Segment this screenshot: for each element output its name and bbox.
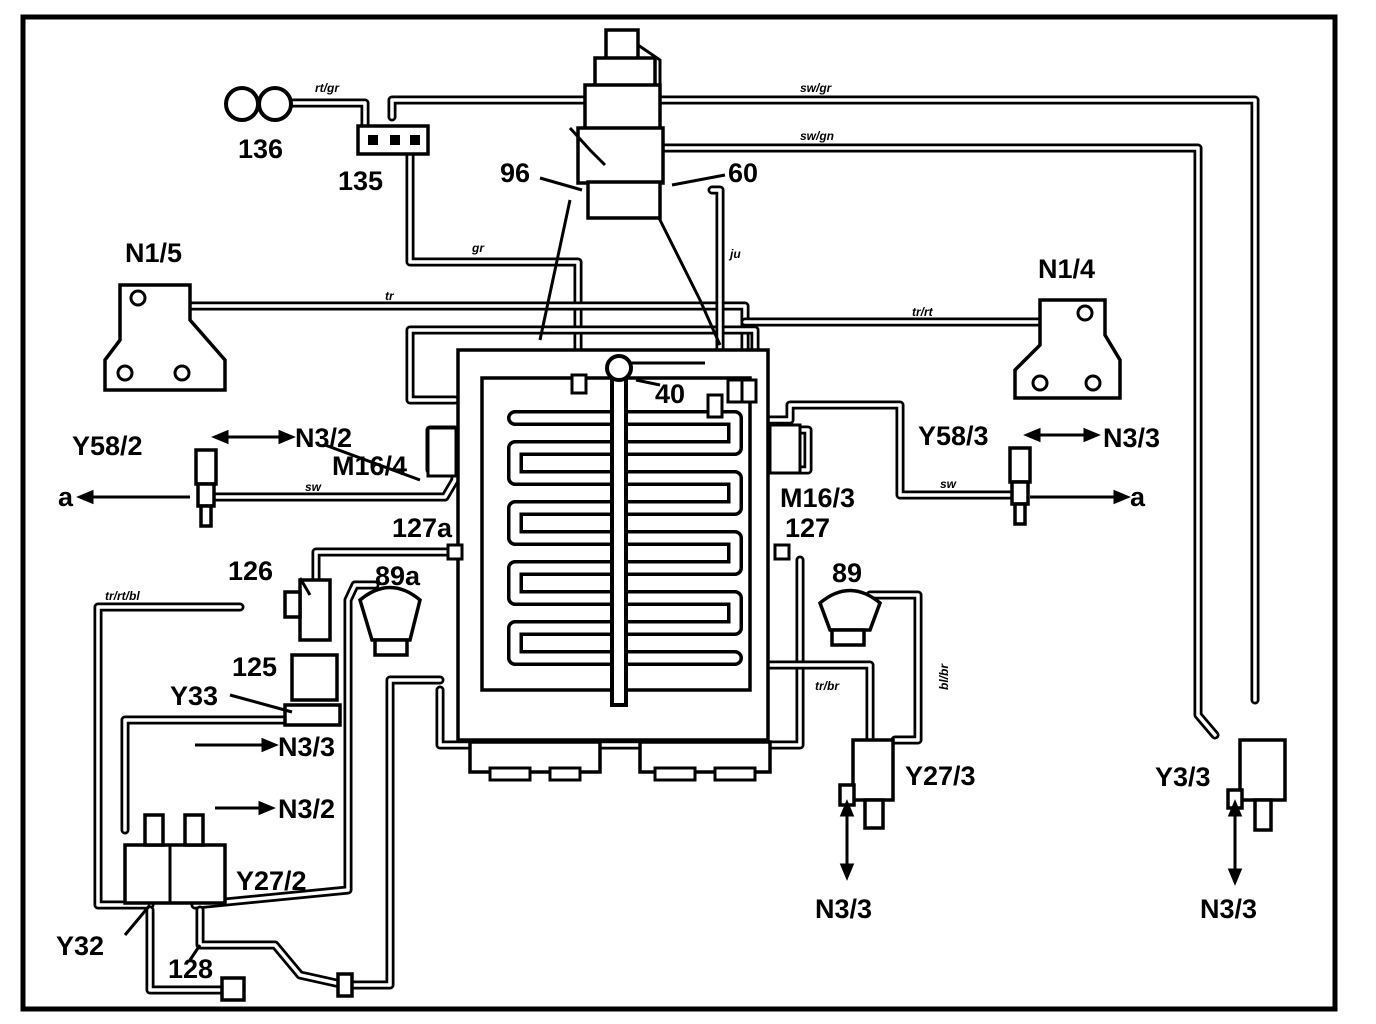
hose-code-sw-gn: sw/gn <box>800 129 834 143</box>
label-m16-4: M16/4 <box>332 451 407 481</box>
component-125 <box>290 653 339 702</box>
label-n1-4: N1/4 <box>1038 254 1095 284</box>
label-y58-2: Y58/2 <box>72 431 143 461</box>
diagram-frame <box>20 14 1338 1012</box>
label-128: 128 <box>168 954 213 984</box>
label-m16-3: M16/3 <box>780 483 855 513</box>
valve-y27-2 <box>123 813 227 905</box>
label-a-left: a <box>58 482 74 512</box>
hose-code-gr: gr <box>471 241 485 255</box>
component-126 <box>283 578 332 642</box>
label-y3-3: Y3/3 <box>1155 762 1211 792</box>
component-135 <box>356 124 430 156</box>
hose-code-tr-rt: tr/rt <box>912 305 934 319</box>
label-a-right: a <box>1130 482 1146 512</box>
hose-code-tr-br: tr/br <box>815 679 840 693</box>
module-n1-4 <box>1013 298 1122 400</box>
hose-code-sw-left: sw <box>305 480 322 494</box>
label-n3-2-top: N3/2 <box>295 423 352 453</box>
label-40: 40 <box>655 379 685 409</box>
label-96: 96 <box>500 158 530 188</box>
hose-code-tr: tr <box>385 289 395 303</box>
label-n3-3-right: N3/3 <box>1103 423 1160 453</box>
label-126: 126 <box>228 556 273 586</box>
label-y32: Y32 <box>56 931 104 961</box>
vacuum-unit-89 <box>817 588 883 647</box>
label-n3-2-mid: N3/2 <box>278 794 335 824</box>
component-128 <box>220 972 354 1002</box>
valve-y58-3 <box>1008 446 1032 526</box>
signal-arrows <box>76 427 1243 886</box>
label-136: 136 <box>238 134 283 164</box>
hose-code-ju: ju <box>728 247 741 261</box>
component-labels: 136 135 96 60 N1/5 N1/4 40 Y58/2 N3/2 M1… <box>56 134 1257 984</box>
label-125: 125 <box>232 652 277 682</box>
valve-y27-3 <box>838 738 895 830</box>
label-y33: Y33 <box>170 681 218 711</box>
hose-code-sw-gr: sw/gr <box>800 81 833 95</box>
label-n3-3-bottom-right: N3/3 <box>1200 894 1257 924</box>
hose-color-codes: rt/gr sw/gr sw/gn gr tr tr/rt ju sw sw t… <box>105 81 957 693</box>
hose-code-rt-gr: rt/gr <box>315 81 340 95</box>
module-n1-5 <box>103 283 227 392</box>
ignition-distributor-unit <box>568 28 665 220</box>
intake-manifold <box>426 348 802 782</box>
valve-y3-3 <box>1226 738 1287 832</box>
valve-y58-2 <box>194 448 218 528</box>
component-136 <box>224 86 293 122</box>
label-y27-3: Y27/3 <box>905 761 976 791</box>
vacuum-unit-89a <box>357 585 422 657</box>
hose-code-tr-rt-bl: tr/rt/bl <box>105 589 140 603</box>
label-y27-2: Y27/2 <box>236 866 307 896</box>
hose-code-sw-right: sw <box>940 477 957 491</box>
label-n3-3-mid: N3/3 <box>278 732 335 762</box>
leader-lines <box>123 173 726 961</box>
label-y58-3: Y58/3 <box>918 421 989 451</box>
label-127: 127 <box>785 513 830 543</box>
label-60: 60 <box>728 158 758 188</box>
label-89a: 89a <box>375 561 421 591</box>
valve-y33 <box>283 703 342 727</box>
label-135: 135 <box>338 166 383 196</box>
label-127a: 127a <box>392 513 453 543</box>
label-89: 89 <box>832 558 862 588</box>
label-n3-3-bottom-mid: N3/3 <box>815 894 872 924</box>
label-n1-5: N1/5 <box>125 238 182 268</box>
hose-code-bl-br: bl/br <box>937 663 951 690</box>
